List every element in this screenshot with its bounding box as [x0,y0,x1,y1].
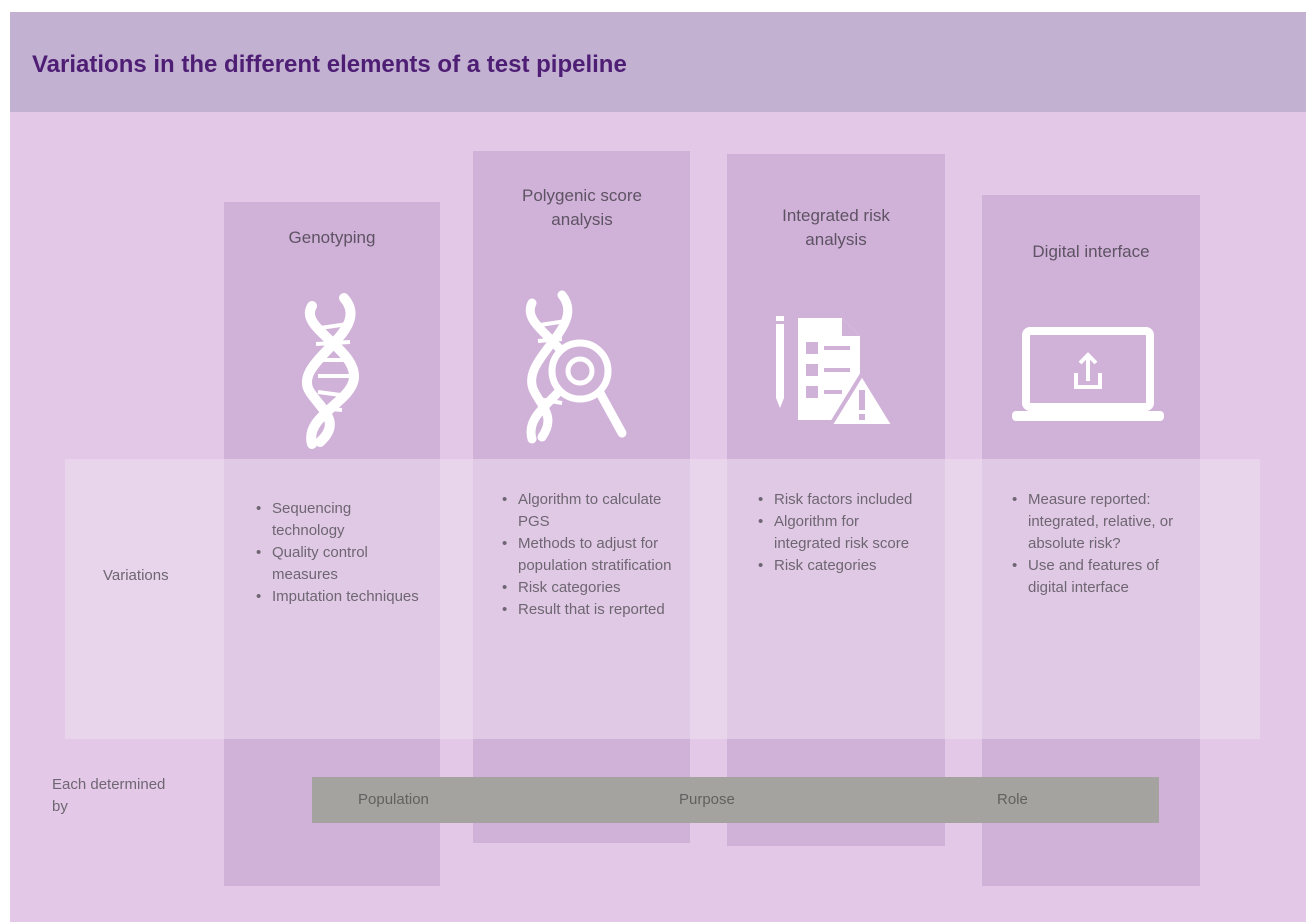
bullets-integrated-risk: Risk factors included Algorithm for inte… [756,489,928,577]
list-item: Risk categories [756,555,928,577]
diagram-panel: Variations in the different elements of … [10,12,1306,922]
heading-polygenic-score: Polygenic score analysis [521,186,642,229]
diagram-title: Variations in the different elements of … [32,51,627,78]
row-label-variations: Variations [103,567,169,584]
header-bar: Variations in the different elements of … [10,12,1306,112]
list-item: Risk categories [500,577,680,599]
list-item: Sequencing technology [254,498,424,542]
heading-integrated-risk: Integrated risk analysis [782,206,890,249]
heading-genotyping: Genotyping [288,228,376,247]
determinant-population: Population [358,791,429,808]
heading-digital-interface: Digital interface [1032,242,1150,261]
list-item: Algorithm to calculate PGS [500,489,680,533]
bullets-genotyping: Sequencing technology Quality control me… [254,498,424,608]
dna-icon [302,293,359,449]
list-item: Imputation techniques [254,586,424,608]
determinants-bar: Population Purpose Role [312,777,1159,823]
dna-magnifier-icon [525,290,627,444]
row-label-determined-by: Each determined by [52,776,166,815]
list-item: Quality control measures [254,542,424,586]
list-item: Result that is reported [500,599,680,621]
list-item: Use and features of digital interface [1010,555,1192,599]
list-item: Measure reported: integrated, relative, … [1010,489,1192,555]
list-item: Methods to adjust for population stratif… [500,533,680,577]
list-item: Algorithm for integrated risk score [756,511,928,555]
bullets-digital-interface: Measure reported: integrated, relative, … [1010,489,1192,599]
determinant-purpose: Purpose [679,791,735,808]
laptop-upload-icon [1012,327,1164,421]
determinant-role: Role [997,791,1028,808]
checklist-warning-icon [776,316,898,428]
bullets-polygenic-score: Algorithm to calculate PGS Methods to ad… [500,489,680,621]
list-item: Risk factors included [756,489,928,511]
